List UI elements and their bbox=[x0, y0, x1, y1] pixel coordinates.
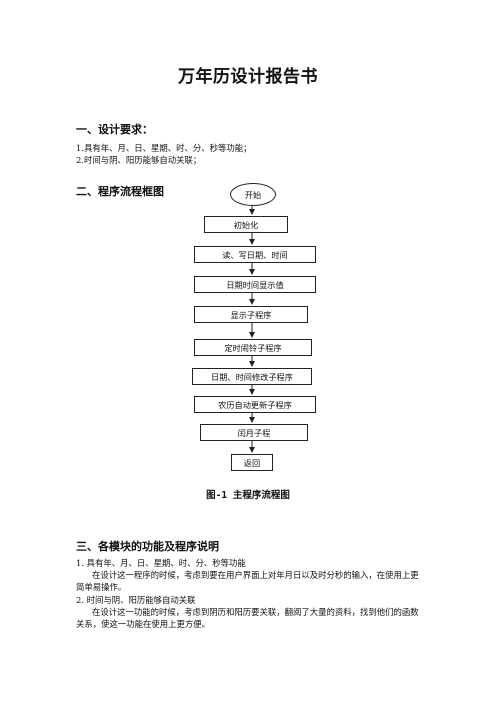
section3-heading: 三、各模块的功能及程序说明 bbox=[76, 540, 219, 553]
flow-leap-sub: 闰月子程 bbox=[200, 424, 308, 441]
flow-modify-sub: 日期、时间修改子程序 bbox=[192, 368, 312, 385]
flow-display-sub: 显示子程序 bbox=[194, 306, 308, 323]
flow-read-write: 读、写日期、时间 bbox=[194, 246, 316, 263]
flow-start: 开始 bbox=[230, 183, 276, 206]
flow-alarm-sub: 定时闹铃子程序 bbox=[194, 339, 312, 356]
section2-heading: 二、程序流程框图 bbox=[76, 185, 164, 198]
flow-datetime-display: 日期时间显示值 bbox=[194, 276, 316, 293]
flow-init: 初始化 bbox=[204, 216, 288, 233]
flow-return: 返回 bbox=[231, 454, 273, 471]
requirement-1: 1.具有年、月、日、星期、时、分、秒等功能； bbox=[76, 143, 252, 153]
module-2-title: 2. 时间与阴、阳历能够自动关联 bbox=[76, 595, 196, 605]
module-1-title: 1. 具有年、月、日、星期、时、分、秒等功能 bbox=[76, 558, 246, 568]
requirement-2: 2.时间与阴、阳历能够自动关联； bbox=[76, 155, 202, 165]
module-1-body: 在设计这一程序的时候，考虑到要在用户界面上对年月日以及时分秒的输入，在使用上更简… bbox=[76, 570, 419, 592]
figure-caption: 图-1 主程序流程图 bbox=[206, 490, 290, 501]
module-2-body: 在设计这一功能的时候，考虑到阴历和阳历要关联，翻阅了大量的资料，找到他们的函数关… bbox=[76, 607, 419, 629]
section1-heading: 一、设计要求： bbox=[76, 123, 153, 136]
flow-lunar-sub: 农历自动更新子程序 bbox=[194, 396, 316, 413]
page-title: 万年历设计报告书 bbox=[178, 67, 318, 87]
